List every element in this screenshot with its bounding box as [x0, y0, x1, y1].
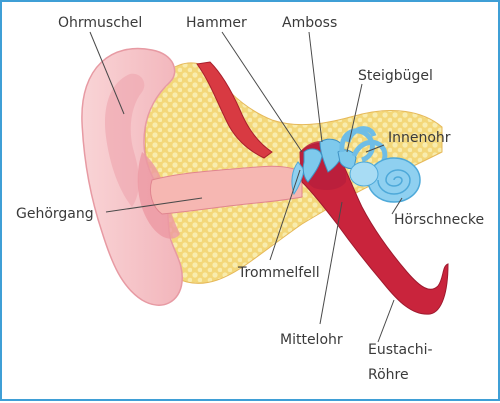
- label-mittelohr: Mittelohr: [280, 332, 343, 348]
- label-ohrmuschel: Ohrmuschel: [58, 15, 142, 31]
- auricle-inner-fold: [105, 73, 145, 207]
- ear-canal: [149, 165, 303, 215]
- label-gehoergang: Gehörgang: [16, 206, 94, 222]
- label-trommelfell: Trommelfell: [237, 265, 320, 281]
- label-amboss: Amboss: [282, 15, 337, 31]
- label-steigbuegel: Steigbügel: [358, 68, 433, 84]
- anvil-bone: [319, 138, 345, 173]
- cochlea: [349, 157, 421, 203]
- hammer-bone: [302, 148, 323, 183]
- label-eustachi-line1: Eustachi-: [368, 342, 433, 358]
- leader-lines: [89, 31, 403, 343]
- label-hammer: Hammer: [186, 15, 247, 31]
- label-hoerschnecke: Hörschnecke: [394, 212, 484, 228]
- label-eustachi-line2: Röhre: [368, 367, 409, 383]
- muscle-strand: [196, 61, 273, 159]
- label-innenohr: Innenohr: [388, 130, 451, 146]
